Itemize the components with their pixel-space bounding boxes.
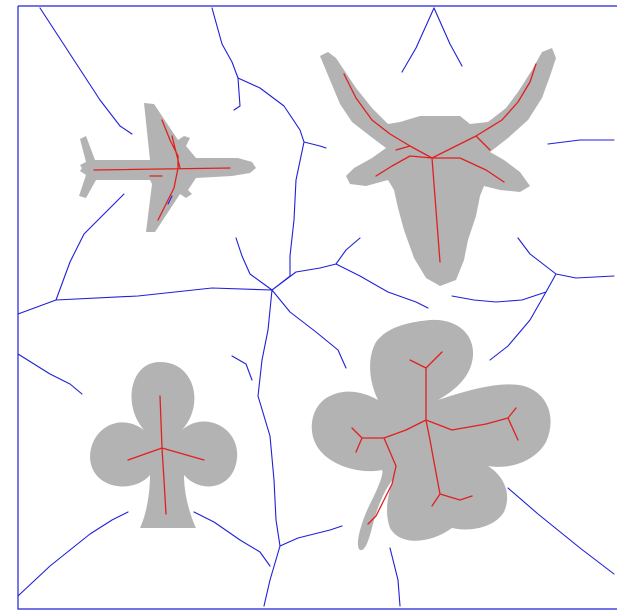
- bull-head-shape: [320, 48, 556, 286]
- shapes-layer: [79, 48, 556, 550]
- clover-shape: [312, 320, 551, 550]
- club-shape: [90, 362, 237, 528]
